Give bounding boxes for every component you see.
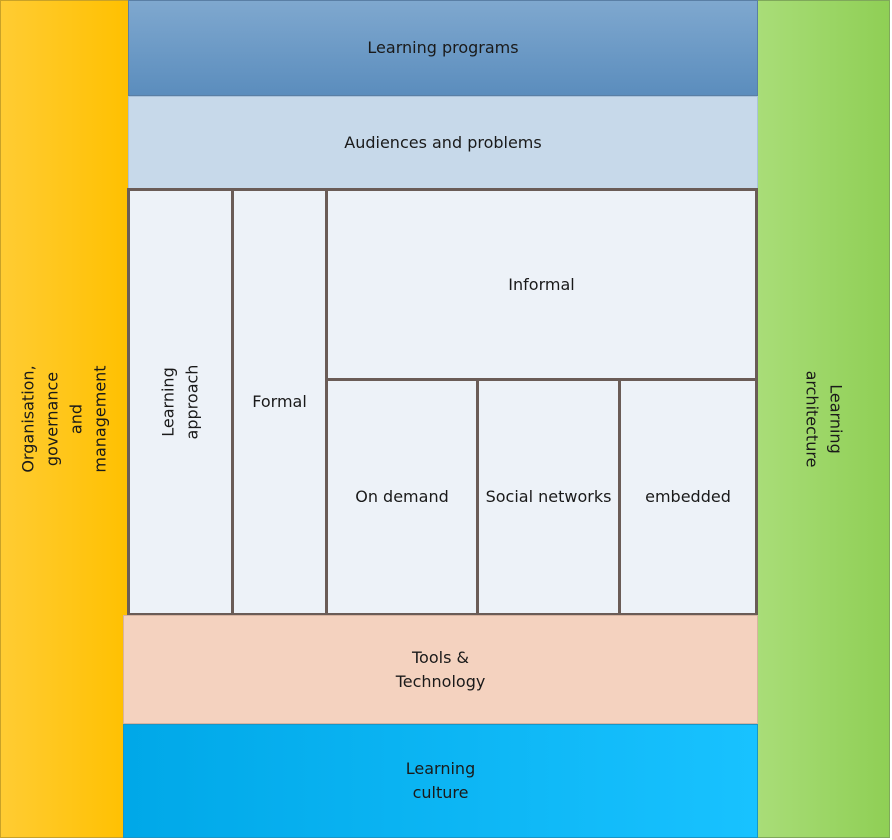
audiences-problems-band: Audiences and problems [128,96,758,189]
formal-label: Formal [252,392,307,411]
on-demand-label: On demand [355,487,449,506]
learning-approach-label: Learning approach [158,364,202,440]
social-networks-cell: Social networks [476,378,621,616]
tools-technology-label: Tools & Technology [395,647,486,691]
informal-label: Informal [508,274,575,294]
learning-programs-label: Learning programs [367,38,519,57]
formal-cell: Formal [231,188,328,616]
organisation-governance-label: Organisation, governance and management [19,365,110,473]
tools-technology-band: Tools & Technology [123,615,758,724]
social-networks-label: Social networks [485,487,612,506]
organisation-governance-column: Organisation, governance and management [0,0,130,838]
learning-architecture-label: Learning architecture [802,370,846,468]
embedded-label: embedded [645,487,731,506]
informal-cell: Informal [325,188,758,381]
learning-architecture-column: Learning architecture [757,0,890,838]
learning-culture-band: Learning culture [123,724,758,838]
learning-culture-label: Learning culture [405,759,476,802]
audiences-problems-label: Audiences and problems [344,132,542,152]
learning-programs-band: Learning programs [128,0,758,96]
embedded-cell: embedded [618,378,758,616]
learning-approach-cell: Learning approach [127,188,234,616]
on-demand-cell: On demand [325,378,479,616]
